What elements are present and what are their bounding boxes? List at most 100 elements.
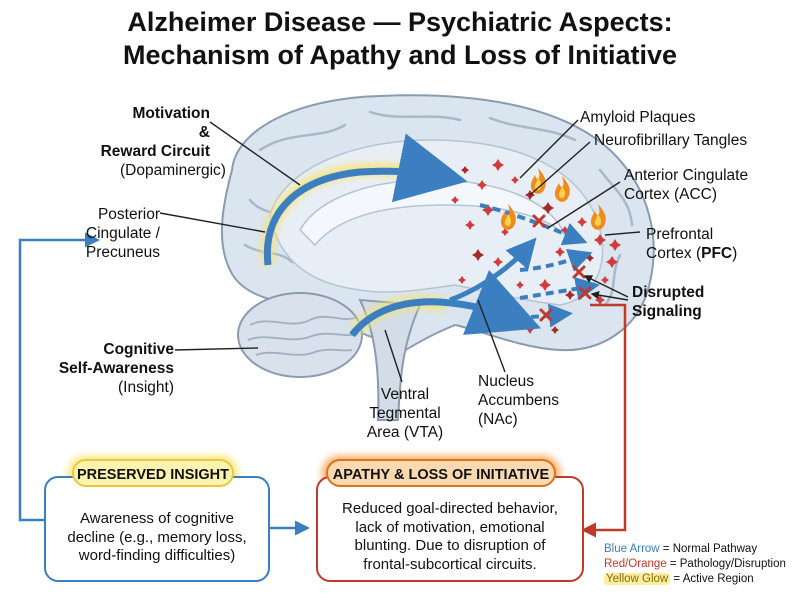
inflammation-fire-icons	[500, 168, 606, 230]
amyloid-plaque-mark	[542, 202, 554, 214]
tangle-mark	[601, 276, 609, 284]
legend-red-key: Red/Orange	[604, 558, 667, 570]
leader-posterior	[159, 212, 266, 233]
label-disrupted-signaling: Disrupted Signaling	[632, 283, 704, 321]
label-pfc-bold: PFC	[701, 245, 733, 262]
label-nac-line2: Accumbens	[478, 392, 559, 409]
label-acc-line1: Anterior Cingulate	[624, 167, 749, 184]
label-vta: Ventral Tegmental Area (VTA)	[360, 385, 450, 442]
tangle-mark	[482, 204, 494, 216]
leader-tangles	[529, 141, 591, 196]
preserved-insight-text: Awareness of cognitive decline (e.g., me…	[46, 510, 268, 566]
tangle-mark	[458, 276, 466, 284]
amyloid-plaque-mark	[492, 159, 504, 171]
label-pfc: Prefrontal Cortex (PFC)	[646, 225, 737, 263]
apathy-heading: APATHY & LOSS OF INITIATIVE	[326, 459, 556, 487]
label-acc-line2: Cortex (ACC)	[624, 186, 718, 203]
label-nac: Nucleus Accumbens (NAc)	[478, 372, 578, 429]
apathy-box: Reduced goal-directed behavior, lack of …	[316, 476, 584, 582]
label-disrupted-line1: Disrupted	[632, 284, 705, 301]
preserved-insight-heading: PRESERVED INSIGHT	[72, 459, 234, 487]
label-cognitive-bold: Cognitive	[103, 341, 174, 358]
amyloid-plaque-mark	[551, 326, 559, 334]
label-neurofibrillary-tangles: Neurofibrillary Tangles	[594, 132, 748, 149]
label-motivation-circuit: Motivation & Reward Circuit (Dopaminergi…	[101, 104, 226, 180]
preserved-insight-box: Awareness of cognitive decline (e.g., me…	[44, 476, 270, 582]
vta-arrow	[349, 269, 541, 338]
label-cognitive-self-awareness: Cognitive Self-Awareness (Insight)	[50, 340, 174, 397]
dashed-nac	[504, 303, 573, 328]
legend-yellow-key: Yellow Glow	[604, 573, 671, 585]
label-cognitive-bold-2: Self-Awareness	[58, 360, 174, 377]
title-line-2: Mechanism of Apathy and Loss of Initiati…	[122, 40, 678, 70]
tangle-mark	[511, 176, 519, 184]
label-vta-line2: Tegmental	[369, 405, 441, 422]
legend-red: Red/Orange = Pathology/Disruption	[604, 557, 786, 572]
leader-nac	[477, 299, 506, 373]
leader-pfc	[604, 231, 641, 236]
label-posterior-line3: Precuneus	[85, 244, 160, 261]
label-posterior-line1: Posterior	[97, 206, 160, 223]
label-acc: Anterior Cingulate Cortex (ACC)	[624, 166, 748, 204]
label-vta-line1: Ventral	[380, 386, 430, 403]
amyloid-plaque-mark	[609, 239, 621, 251]
insight-feedback-arrow	[18, 232, 100, 522]
apathy-line: frontal-subcortical circuits.	[363, 555, 537, 573]
apathy-line: blunting. Due to disruption of	[354, 537, 546, 554]
fire-icon	[554, 176, 570, 202]
label-amyloid-plaques: Amyloid Plaques	[580, 109, 696, 126]
leader-lines	[159, 119, 641, 383]
cerebellum	[237, 292, 363, 378]
tangle-mark	[555, 247, 565, 257]
leader-acc	[547, 181, 621, 229]
dashed-lower	[519, 277, 600, 301]
leader-vta	[384, 329, 403, 383]
brainstem	[358, 298, 422, 421]
leader-motivation	[209, 121, 301, 186]
legend-red-desc: = Pathology/Disruption	[666, 558, 786, 570]
label-vta-line3: Area (VTA)	[366, 424, 444, 441]
tangle-mark	[465, 220, 475, 230]
legend-yellow: Yellow Glow = Active Region	[604, 572, 786, 587]
title-line-1: Alzheimer Disease — Psychiatric Aspects:	[127, 7, 673, 37]
apathy-line: lack of motivation, emotional	[355, 518, 545, 536]
fire-icon	[500, 204, 516, 230]
label-motivation-bold: Motivation &	[132, 105, 211, 141]
amyloid-plaque-mark	[565, 290, 575, 300]
legend-blue: Blue Arrow = Normal Pathway	[604, 542, 786, 557]
leader-disrupted-2	[590, 291, 629, 301]
label-cognitive-normal: (Insight)	[118, 379, 174, 396]
amyloid-plaque-mark	[577, 217, 587, 227]
amyloid-plaque-mark	[606, 256, 618, 268]
label-motivation-bold-2: Reward Circuit	[100, 143, 210, 160]
label-pfc-suffix: )	[732, 245, 738, 262]
nac-to-acc-arrow	[449, 237, 537, 303]
tangle-mark	[493, 257, 503, 267]
insight-line: decline (e.g., memory loss,	[67, 528, 247, 546]
leader-amyloid	[519, 119, 579, 179]
label-nac-line3: (NAc)	[478, 411, 518, 428]
motivation-arrow	[263, 133, 468, 266]
diagram-title: Alzheimer Disease — Psychiatric Aspects:…	[0, 6, 800, 72]
label-posterior-line2: Cingulate /	[85, 225, 160, 242]
tangle-mark	[539, 279, 551, 291]
legend: Blue Arrow = Normal Pathway Red/Orange =…	[604, 542, 786, 587]
amyloid-plaque-mark	[501, 228, 509, 236]
amyloid-plaque-mark	[472, 249, 484, 261]
label-motivation-normal: (Dopaminergic)	[120, 162, 226, 179]
disruption-x-marks	[532, 214, 592, 322]
label-disrupted-line2: Signaling	[632, 303, 702, 320]
tangle-mark	[595, 295, 605, 305]
connector-arrows	[18, 232, 627, 538]
legend-blue-key: Blue Arrow	[604, 543, 660, 555]
dashed-to-pfc-2	[519, 248, 593, 272]
apathy-line: Reduced goal-directed behavior,	[342, 500, 558, 517]
tangle-mark	[594, 234, 606, 246]
legend-blue-desc: = Normal Pathway	[659, 543, 758, 555]
insight-line: Awareness of cognitive	[80, 510, 234, 527]
insight-line: word-finding difficulties)	[78, 547, 236, 564]
label-pfc-line1: Prefrontal	[646, 226, 714, 243]
label-nac-line1: Nucleus	[478, 373, 534, 390]
tangle-mark	[477, 180, 487, 190]
label-posterior-cingulate: Posterior Cingulate / Precuneus	[70, 205, 160, 262]
